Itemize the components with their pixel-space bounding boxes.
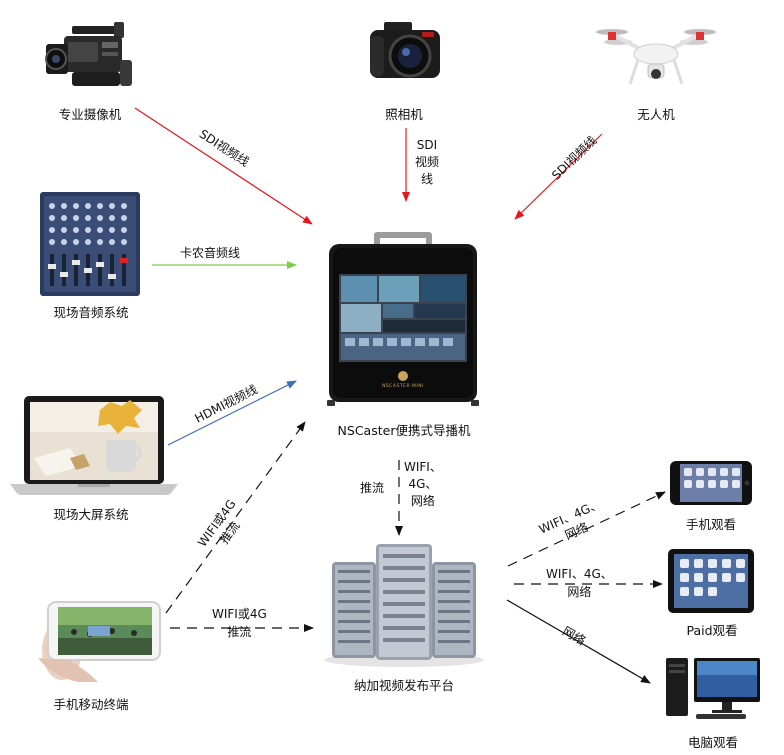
- edge-sdi-right: [514, 133, 603, 220]
- label-drone: 无人机: [637, 107, 675, 122]
- label-pad-view: Paid观看: [686, 623, 738, 638]
- label-to-pad-line2: 网络: [567, 585, 592, 599]
- label-to-pad-line1: WIFI、4G、: [546, 567, 613, 581]
- label-push-right: WIFI、 4G、 网络: [404, 459, 442, 510]
- tablet-icon: [668, 549, 754, 613]
- label-sdi-mid-line1: SDI: [416, 138, 438, 152]
- label-xlr-audio: 卡农音频线: [180, 246, 241, 260]
- label-sdi-mid: SDI 视频 线: [415, 137, 439, 188]
- label-pc-view: 电脑观看: [687, 735, 739, 750]
- label-push-left: 推流: [360, 481, 385, 495]
- label-to-pad: WIFI、4G、 网络: [546, 566, 613, 600]
- server-rack-icon: [324, 544, 484, 667]
- label-pro-camera: 专业摄像机: [58, 107, 122, 122]
- drone-icon: [596, 29, 716, 85]
- photo-camera-icon: [370, 22, 440, 78]
- edge-to-phone: [507, 491, 666, 567]
- label-phone-view: 手机观看: [685, 517, 737, 532]
- label-platform: 纳加视频发布平台: [353, 678, 455, 693]
- edge-sdi-left: [134, 107, 313, 225]
- edge-mobile-diag: [165, 421, 306, 614]
- label-sdi-mid-line3: 线: [421, 172, 434, 186]
- edge-hdmi: [167, 380, 297, 446]
- nscaster-brand-text: NSCASTER·MINI: [382, 384, 424, 389]
- label-camera: 照相机: [385, 107, 423, 122]
- video-camera-icon: [45, 22, 132, 86]
- smartphone-icon: [670, 461, 752, 505]
- edge-to-pc: [506, 599, 651, 684]
- label-wifi-4g-h-line1: WIFI或4G: [212, 607, 267, 621]
- nscaster-device: NSCASTER·MINI: [319, 230, 487, 408]
- label-push-right-line3: 网络: [410, 494, 435, 508]
- label-sdi-mid-line2: 视频: [415, 155, 440, 169]
- label-push-right-line2: 4G、: [408, 477, 438, 491]
- label-wifi-4g-h-line2: 推流: [227, 625, 252, 639]
- label-nscaster: NSCaster便携式导播机: [337, 423, 471, 438]
- label-push-right-line1: WIFI、: [404, 460, 442, 474]
- mobile-phone-icon: [38, 601, 161, 682]
- label-wifi-4g-h: WIFI或4G 推流: [212, 606, 267, 640]
- label-mobile-terminal: 手机移动终端: [53, 697, 129, 712]
- nscaster-device-icon: [327, 232, 479, 406]
- label-big-screen: 现场大屏系统: [53, 507, 129, 522]
- desktop-pc-icon: [666, 658, 760, 719]
- laptop-icon: [10, 396, 178, 495]
- label-audio-system: 现场音频系统: [53, 305, 129, 320]
- audio-mixer-icon: [40, 192, 140, 296]
